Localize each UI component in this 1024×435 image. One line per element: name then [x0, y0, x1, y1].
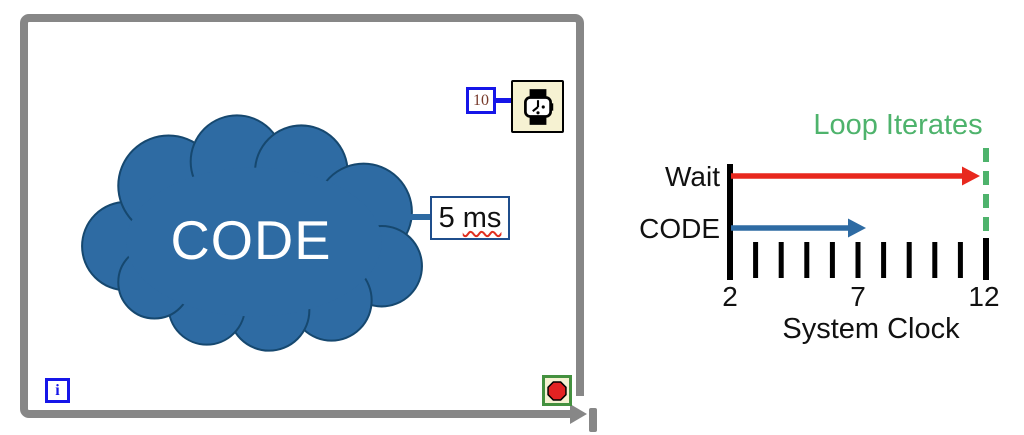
clock-tick	[855, 242, 861, 278]
iteration-terminal-label: i	[55, 381, 60, 399]
tick-label-7: 7	[850, 281, 866, 312]
axis-title: System Clock	[782, 313, 960, 345]
duration-label-box[interactable]: 5 ms	[430, 196, 510, 240]
iteration-terminal[interactable]: i	[45, 378, 70, 403]
timing-diagram: Loop Iterates Wait CODE 2 7 12 System Cl…	[639, 109, 999, 345]
loop-condition-terminal[interactable]	[542, 375, 572, 406]
constant-wire	[495, 98, 513, 103]
clock-tick	[881, 242, 887, 278]
cloud-body	[126, 167, 382, 317]
axis-origin-line	[727, 164, 733, 280]
clock-tick	[906, 242, 912, 278]
duration-value: 5	[438, 201, 455, 234]
wait-arrow-head	[962, 166, 980, 186]
wait-ms-function[interactable]	[511, 80, 564, 133]
while-loop-border[interactable]	[20, 14, 584, 418]
code-row-label: CODE	[639, 213, 720, 244]
cloud-wire	[398, 214, 434, 220]
clock-tick	[957, 242, 963, 278]
wait-ms-constant[interactable]: 10	[466, 87, 496, 114]
loop-border-stub	[589, 408, 597, 432]
wait-constant-value: 10	[473, 91, 489, 109]
cloud-label: CODE	[171, 210, 332, 271]
clock-tick	[932, 242, 938, 278]
wristwatch-icon	[523, 88, 553, 125]
stop-sign-icon	[547, 380, 567, 401]
clock-tick	[753, 242, 759, 278]
wait-row-label: Wait	[665, 161, 720, 192]
clock-tick	[829, 242, 835, 278]
clock-ticks	[753, 238, 989, 280]
code-arrow-head	[848, 218, 866, 238]
code-cloud[interactable]: CODE	[68, 103, 430, 353]
tick-label-12: 12	[968, 281, 999, 312]
clock-tick	[778, 242, 784, 278]
clock-tick	[983, 238, 989, 280]
duration-unit: ms	[462, 201, 502, 234]
loop-border-arrow-icon	[570, 404, 587, 424]
loop-iterates-label: Loop Iterates	[813, 109, 982, 141]
tick-label-2: 2	[722, 281, 738, 312]
clock-tick	[804, 242, 810, 278]
